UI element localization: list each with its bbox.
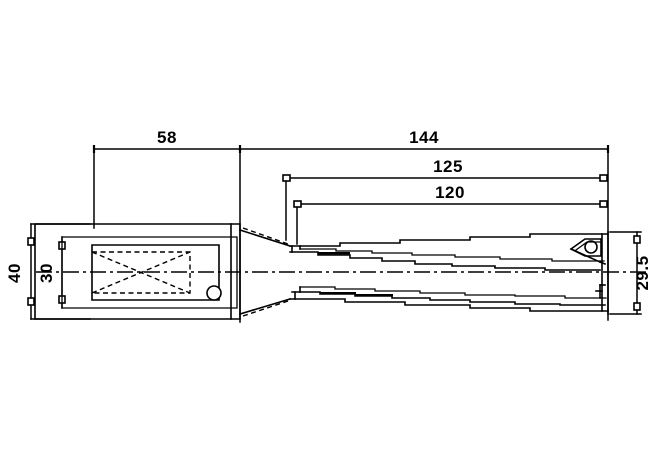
shank-bore-outline — [61, 236, 238, 309]
taper-upper-hidden — [242, 227, 289, 245]
drill-tip — [569, 231, 609, 315]
dimension-label-40: 40 — [5, 263, 24, 283]
drill-body — [289, 233, 609, 312]
insert-screw-hole — [584, 240, 598, 254]
dimension-29-5: 29.5 — [609, 231, 652, 315]
dimension-label-125: 125 — [433, 157, 463, 176]
dim-terminator-29-5-bottom — [633, 302, 641, 311]
flute-shade-a — [318, 252, 350, 255]
flute-shade-b — [320, 292, 356, 295]
dimension-label-120: 120 — [435, 183, 465, 202]
internal-cross-line-b — [91, 251, 191, 294]
dim-terminator-40-bottom — [27, 297, 35, 306]
dimension-label-29-5: 29.5 — [633, 255, 652, 290]
dimension-120: 120 — [293, 183, 608, 245]
tip-cutting-edge-upper — [569, 247, 602, 264]
shank-to-body-taper — [238, 227, 292, 317]
dim-terminator-125-left — [282, 174, 291, 182]
dim-terminator-120-left — [293, 200, 302, 208]
dimension-label-30: 30 — [37, 263, 56, 283]
dimension-144: 144 — [239, 128, 610, 321]
dim-terminator-29-5-top — [633, 235, 641, 244]
dimension-125: 125 — [282, 157, 608, 241]
taper-upper-edge — [238, 228, 292, 248]
internal-taper-outline — [92, 251, 191, 294]
coolant-hole-circle — [206, 285, 222, 301]
taper-lower-edge — [239, 298, 291, 315]
dimension-label-144: 144 — [409, 128, 439, 147]
coolant-chamber-outline — [91, 244, 220, 301]
dim-terminator-40-top — [27, 237, 35, 246]
flute-margin-lower — [299, 286, 607, 299]
flute-shade-c — [355, 294, 393, 297]
body-upper-outline — [289, 233, 609, 247]
insert-pocket-relief — [575, 241, 601, 251]
dimension-label-58: 58 — [157, 128, 177, 147]
body-lower-outline — [289, 298, 609, 312]
dim-terminator-120-right — [599, 200, 608, 208]
shank-outline — [34, 223, 241, 320]
dim-terminator-125-right — [599, 174, 608, 182]
flute-helix-upper — [289, 251, 601, 271]
tip-cutting-edge-upper-tail — [598, 260, 607, 266]
drill-shank — [34, 223, 241, 320]
taper-lower-hidden — [242, 300, 289, 317]
flute-helix-upper-secondary — [299, 248, 605, 262]
